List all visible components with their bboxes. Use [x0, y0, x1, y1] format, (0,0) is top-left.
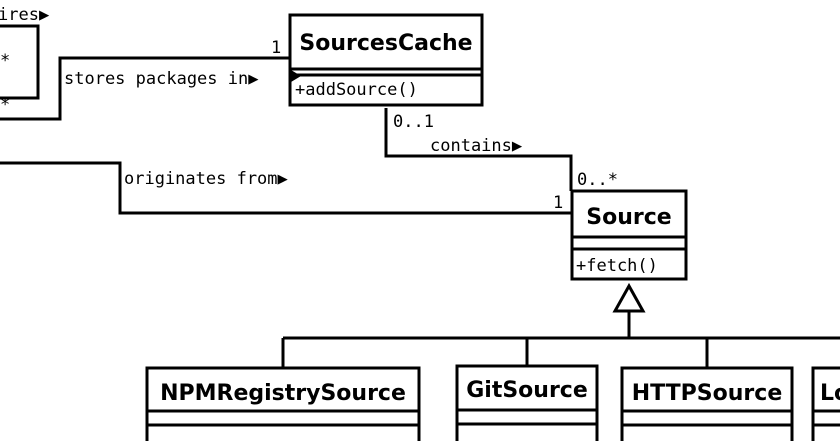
sources-cache-method: +addSource(): [295, 80, 418, 100]
originates-multiplicity-source: 1: [553, 193, 563, 213]
stores-multiplicity-cache: 1: [271, 38, 281, 58]
contains-association-line: [384, 108, 573, 191]
sources-cache-class: SourcesCache +addSource(): [288, 13, 484, 107]
requires-label: ires▶: [0, 5, 50, 25]
sources-cache-box: [288, 13, 484, 107]
generalization-arrow: [612, 282, 646, 313]
source-class: Source +fetch(): [570, 189, 688, 281]
requires-multiplicity-top: *: [0, 51, 10, 71]
http-source-box: [620, 366, 794, 441]
partial-right-class-name: Lo: [820, 381, 840, 406]
partial-right-class: Lo: [811, 366, 840, 441]
originates-association-label: originates from▶: [124, 169, 289, 189]
partial-left-class: [0, 24, 40, 100]
http-source-name: HTTPSource: [632, 381, 783, 406]
stores-direction-arrow: [291, 70, 301, 82]
http-source-class: HTTPSource: [620, 366, 794, 441]
git-source-box: [455, 364, 599, 441]
source-name: Source: [586, 205, 671, 230]
source-box: [570, 189, 688, 281]
sources-cache-name: SourcesCache: [299, 31, 472, 56]
npm-registry-source-name: NPMRegistrySource: [160, 381, 406, 406]
contains-association-label: contains▶: [430, 136, 523, 156]
partial-right-class-box: [811, 366, 840, 441]
source-method: +fetch(): [576, 256, 658, 276]
stores-association-line: [0, 56, 290, 121]
npm-registry-source-class: NPMRegistrySource: [145, 366, 421, 441]
originates-association-line: [0, 161, 571, 215]
git-source-class: GitSource: [455, 364, 599, 441]
requires-multiplicity-bottom: *: [0, 95, 10, 115]
contains-multiplicity-cache: 0..1: [393, 112, 434, 132]
stores-association-label: stores packages in▶: [64, 69, 259, 89]
partial-left-class-box: [0, 24, 40, 100]
npm-registry-source-box: [145, 366, 421, 441]
contains-multiplicity-source: 0..*: [577, 170, 618, 190]
git-source-name: GitSource: [466, 378, 588, 403]
